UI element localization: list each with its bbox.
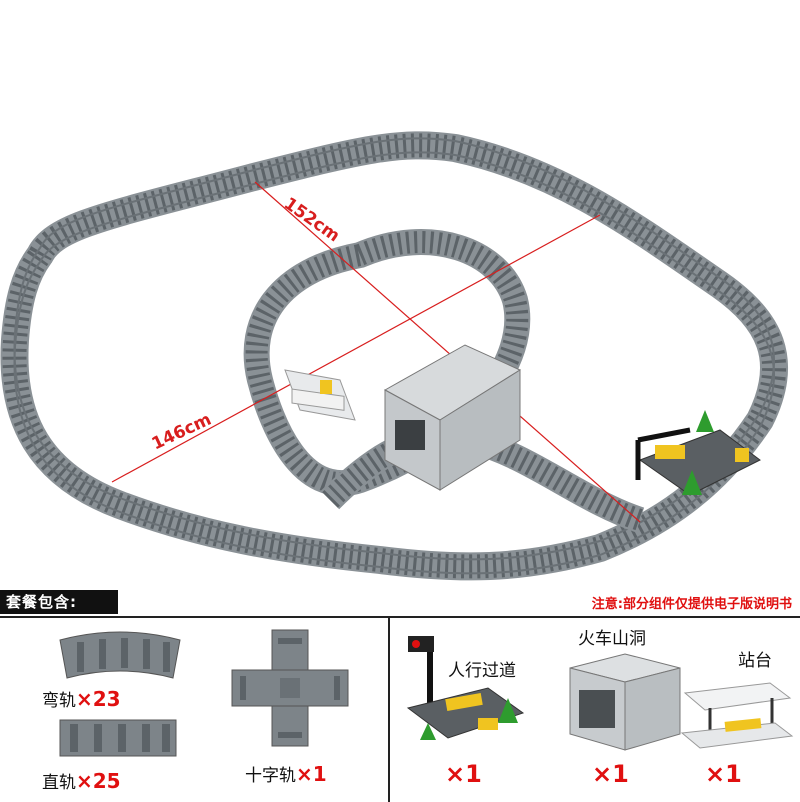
cross-track-qty: ×1: [296, 762, 327, 786]
straight-track-name: 直轨: [42, 773, 76, 793]
curved-track-image: [55, 628, 185, 688]
station-qty: ×1: [705, 760, 742, 788]
level-crossing-label: 人行过道: [448, 661, 516, 681]
dimension-line-152: [254, 181, 641, 523]
cross-track-name: 十字轨: [245, 766, 296, 786]
level-crossing-qty: ×1: [445, 760, 482, 788]
station-image: [680, 678, 795, 753]
station-label: 站台: [738, 651, 772, 671]
section-divider: [388, 618, 390, 802]
package-contents: 弯轨×23 直轨×25 十字轨×1: [0, 616, 800, 802]
curved-track-label: 弯轨×23: [42, 686, 121, 711]
cross-track-label: 十字轨×1: [245, 761, 327, 786]
straight-track-qty: ×25: [76, 769, 121, 793]
scene-tunnel: [383, 344, 522, 491]
outer-track-loop: [0, 131, 788, 581]
scene-level-crossing: [635, 410, 761, 496]
tunnel-image: [565, 650, 685, 755]
track-layout-photo: 146cm 152cm: [0, 131, 788, 581]
manual-note: 注意:部分组件仅提供电子版说明书: [591, 597, 792, 612]
package-title: 套餐包含:: [0, 590, 118, 614]
curved-track-qty: ×23: [76, 687, 121, 711]
curved-track-name: 弯轨: [42, 691, 76, 711]
track-layout-drawing: [0, 131, 788, 581]
tunnel-qty: ×1: [592, 760, 629, 788]
dimension-line-146: [111, 214, 601, 483]
cross-track-image: [230, 628, 350, 748]
scene-station: [284, 369, 356, 421]
straight-track-image: [58, 716, 178, 760]
level-crossing-image: [398, 628, 528, 758]
tunnel-label: 火车山洞: [578, 629, 646, 649]
package-header-bar: 套餐包含: 注意:部分组件仅提供电子版说明书: [0, 590, 800, 614]
straight-track-label: 直轨×25: [42, 768, 121, 793]
